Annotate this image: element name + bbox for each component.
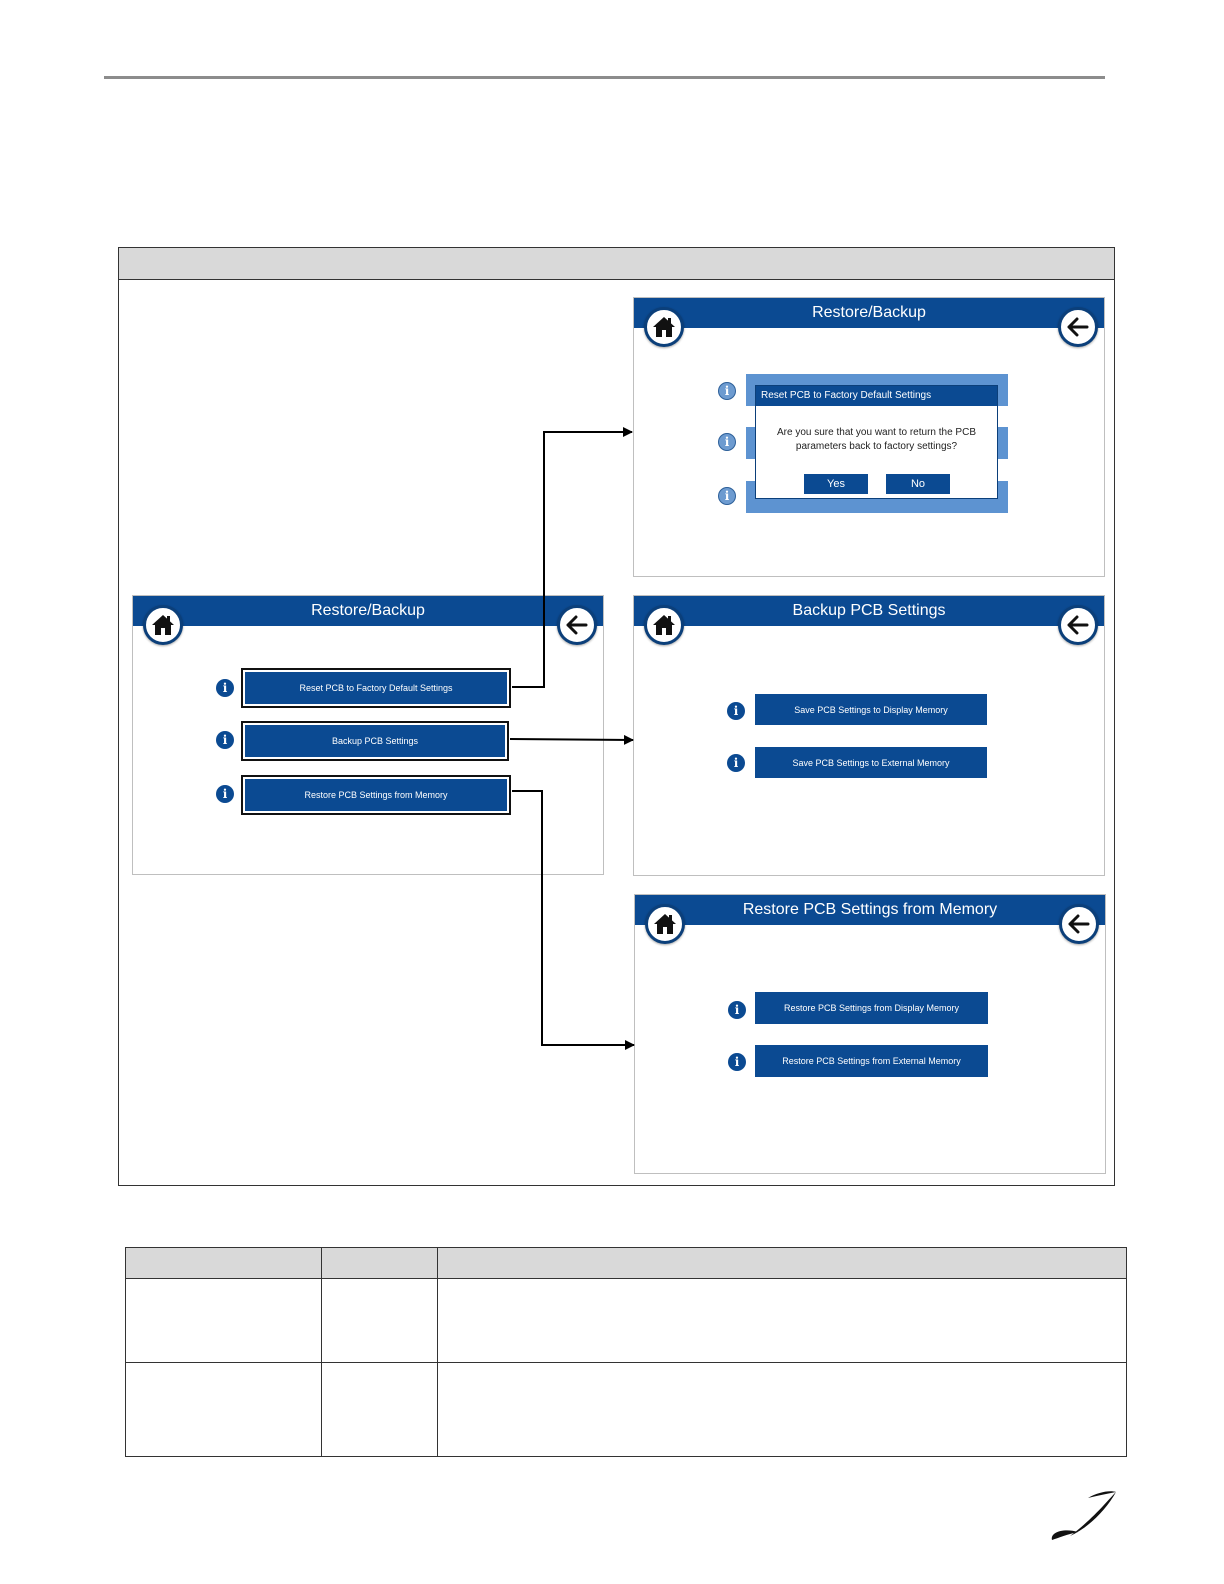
- table-header-cell: [125, 1247, 322, 1279]
- back-button[interactable]: [557, 605, 597, 645]
- arrow-left-icon: [566, 615, 588, 635]
- no-button[interactable]: No: [886, 474, 950, 494]
- info-icon[interactable]: i: [728, 1053, 746, 1071]
- table-header-cell: [437, 1247, 1127, 1279]
- table-header-row: [125, 1247, 1127, 1279]
- arrow-left-icon: [1068, 914, 1090, 934]
- save-to-external-memory-button[interactable]: Save PCB Settings to External Memory: [755, 747, 987, 778]
- figure-caption-bar: [119, 248, 1114, 280]
- arrow-left-icon: [1067, 317, 1089, 337]
- info-icon[interactable]: i: [728, 1001, 746, 1019]
- figure-frame: [118, 247, 1115, 1186]
- home-button[interactable]: [645, 904, 685, 944]
- info-icon[interactable]: i: [727, 702, 745, 720]
- home-button[interactable]: [644, 307, 684, 347]
- info-icon[interactable]: i: [216, 679, 234, 697]
- restore-from-display-memory-button[interactable]: Restore PCB Settings from Display Memory: [755, 992, 988, 1024]
- dialog-message: Are you sure that you want to return the…: [777, 427, 976, 452]
- info-icon[interactable]: i: [727, 754, 745, 772]
- connector-restore-to-screen: [512, 790, 635, 1050]
- restore-pcb-settings-screen: Restore PCB Settings from Memory i Resto…: [634, 894, 1106, 1174]
- save-to-display-memory-button[interactable]: Save PCB Settings to Display Memory: [755, 694, 987, 725]
- info-icon[interactable]: i: [216, 785, 234, 803]
- company-logo: [1051, 1491, 1116, 1540]
- top-rule: [104, 76, 1105, 79]
- spec-table: [125, 1247, 1127, 1457]
- table-header-cell: [321, 1247, 438, 1279]
- backup-pcb-settings-button[interactable]: Backup PCB Settings: [241, 721, 509, 761]
- home-icon: [653, 317, 675, 337]
- backup-pcb-settings-screen: Backup PCB Settings i Save PCB Settings …: [633, 595, 1105, 876]
- table-cell: [321, 1362, 438, 1457]
- home-icon: [654, 914, 676, 934]
- dialog-title: Reset PCB to Factory Default Settings: [756, 386, 997, 406]
- info-icon: i: [718, 433, 736, 451]
- screen-title: Restore/Backup: [133, 596, 603, 626]
- back-button[interactable]: [1058, 307, 1098, 347]
- connector-reset-to-dialog: [512, 427, 633, 688]
- table-cell: [321, 1278, 438, 1363]
- table-row: [125, 1278, 1127, 1363]
- table-cell: [125, 1278, 322, 1363]
- reset-confirm-dialog: Reset PCB to Factory Default Settings Ar…: [755, 385, 998, 499]
- yes-button[interactable]: Yes: [804, 474, 868, 494]
- table-cell: [437, 1362, 1127, 1457]
- screen-title: Restore/Backup: [634, 298, 1104, 328]
- home-icon: [152, 615, 174, 635]
- table-cell: [125, 1362, 322, 1457]
- home-button[interactable]: [644, 605, 684, 645]
- connector-backup-to-screen: [509, 734, 634, 745]
- restore-pcb-settings-button[interactable]: Restore PCB Settings from Memory: [241, 775, 511, 815]
- screen-title: Backup PCB Settings: [634, 596, 1104, 626]
- table-cell: [437, 1278, 1127, 1363]
- restore-from-external-memory-button[interactable]: Restore PCB Settings from External Memor…: [755, 1045, 988, 1077]
- info-icon[interactable]: i: [216, 731, 234, 749]
- info-icon: i: [718, 382, 736, 400]
- screen-title: Restore PCB Settings from Memory: [635, 895, 1105, 925]
- info-icon: i: [718, 487, 736, 505]
- back-button[interactable]: [1059, 904, 1099, 944]
- home-button[interactable]: [143, 605, 183, 645]
- home-icon: [653, 615, 675, 635]
- reset-factory-default-button[interactable]: Reset PCB to Factory Default Settings: [241, 668, 511, 708]
- arrow-left-icon: [1067, 615, 1089, 635]
- back-button[interactable]: [1058, 605, 1098, 645]
- table-row: [125, 1362, 1127, 1457]
- main-restore-backup-screen: Restore/Backup i Reset PCB to Factory De…: [132, 595, 604, 875]
